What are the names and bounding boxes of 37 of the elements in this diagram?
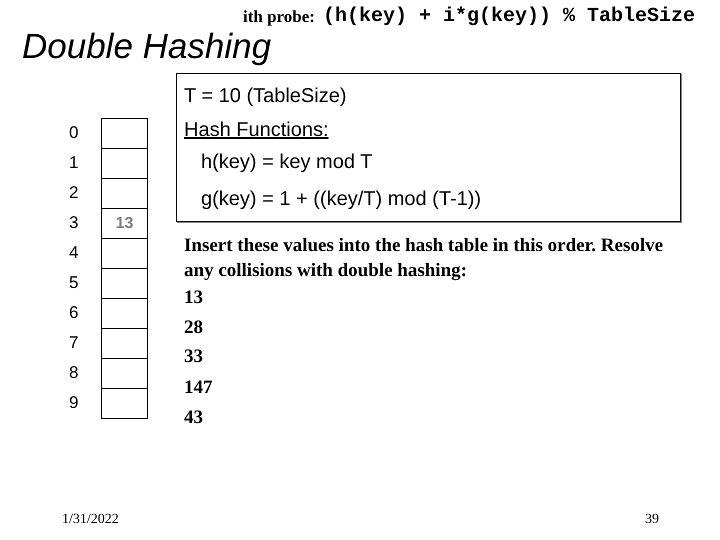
row-index: 3: [69, 213, 78, 233]
row-index: 0: [69, 123, 78, 143]
hash-table-cell: [101, 298, 148, 329]
date-footer: 1/31/2022: [62, 510, 119, 530]
row-index: 1: [69, 153, 78, 173]
input-value: 43: [184, 408, 203, 428]
hash-formula: g(key) = 1 + ((key/T) mod (T-1)): [201, 188, 482, 210]
hash-table-cell: [101, 118, 148, 149]
page-number: 39: [645, 511, 659, 529]
hash-table-cell: [101, 238, 148, 269]
row-index: 8: [69, 363, 78, 383]
input-value: 147: [184, 378, 212, 398]
row-index: 5: [69, 273, 78, 293]
row-index: 4: [69, 243, 78, 263]
hash-table-cell: [101, 148, 148, 179]
hash-table-cell: [101, 268, 148, 299]
hash-table-cell: [101, 178, 148, 209]
input-value: 33: [184, 347, 203, 367]
hash-table-cell: [101, 358, 148, 389]
hash-table-cell: [101, 208, 148, 239]
input-value: 28: [184, 318, 203, 338]
probe-formula: (h(key) + i*g(key)) % TableSize: [323, 7, 696, 27]
info-panel: [176, 73, 681, 222]
hash-table-cell: [101, 328, 148, 359]
table-size-definition: T = 10 (TableSize): [184, 85, 346, 107]
cell-value: 13: [114, 214, 134, 234]
input-value: 13: [184, 288, 203, 308]
row-index: 2: [69, 183, 78, 203]
hash-table-cell: [101, 388, 148, 419]
row-index: 7: [69, 333, 78, 353]
slide-title: Double Hashing: [22, 29, 272, 65]
row-index: 9: [69, 393, 78, 413]
probe-label: ith probe:: [243, 7, 315, 27]
section-heading: Hash Functions:: [184, 119, 329, 141]
row-index: 6: [69, 303, 78, 323]
hash-formula: h(key) = key mod T: [201, 151, 372, 173]
instruction-text: Insert these values into the hash table in this order. Resolve any collisions with double hashing:: [184, 234, 664, 283]
